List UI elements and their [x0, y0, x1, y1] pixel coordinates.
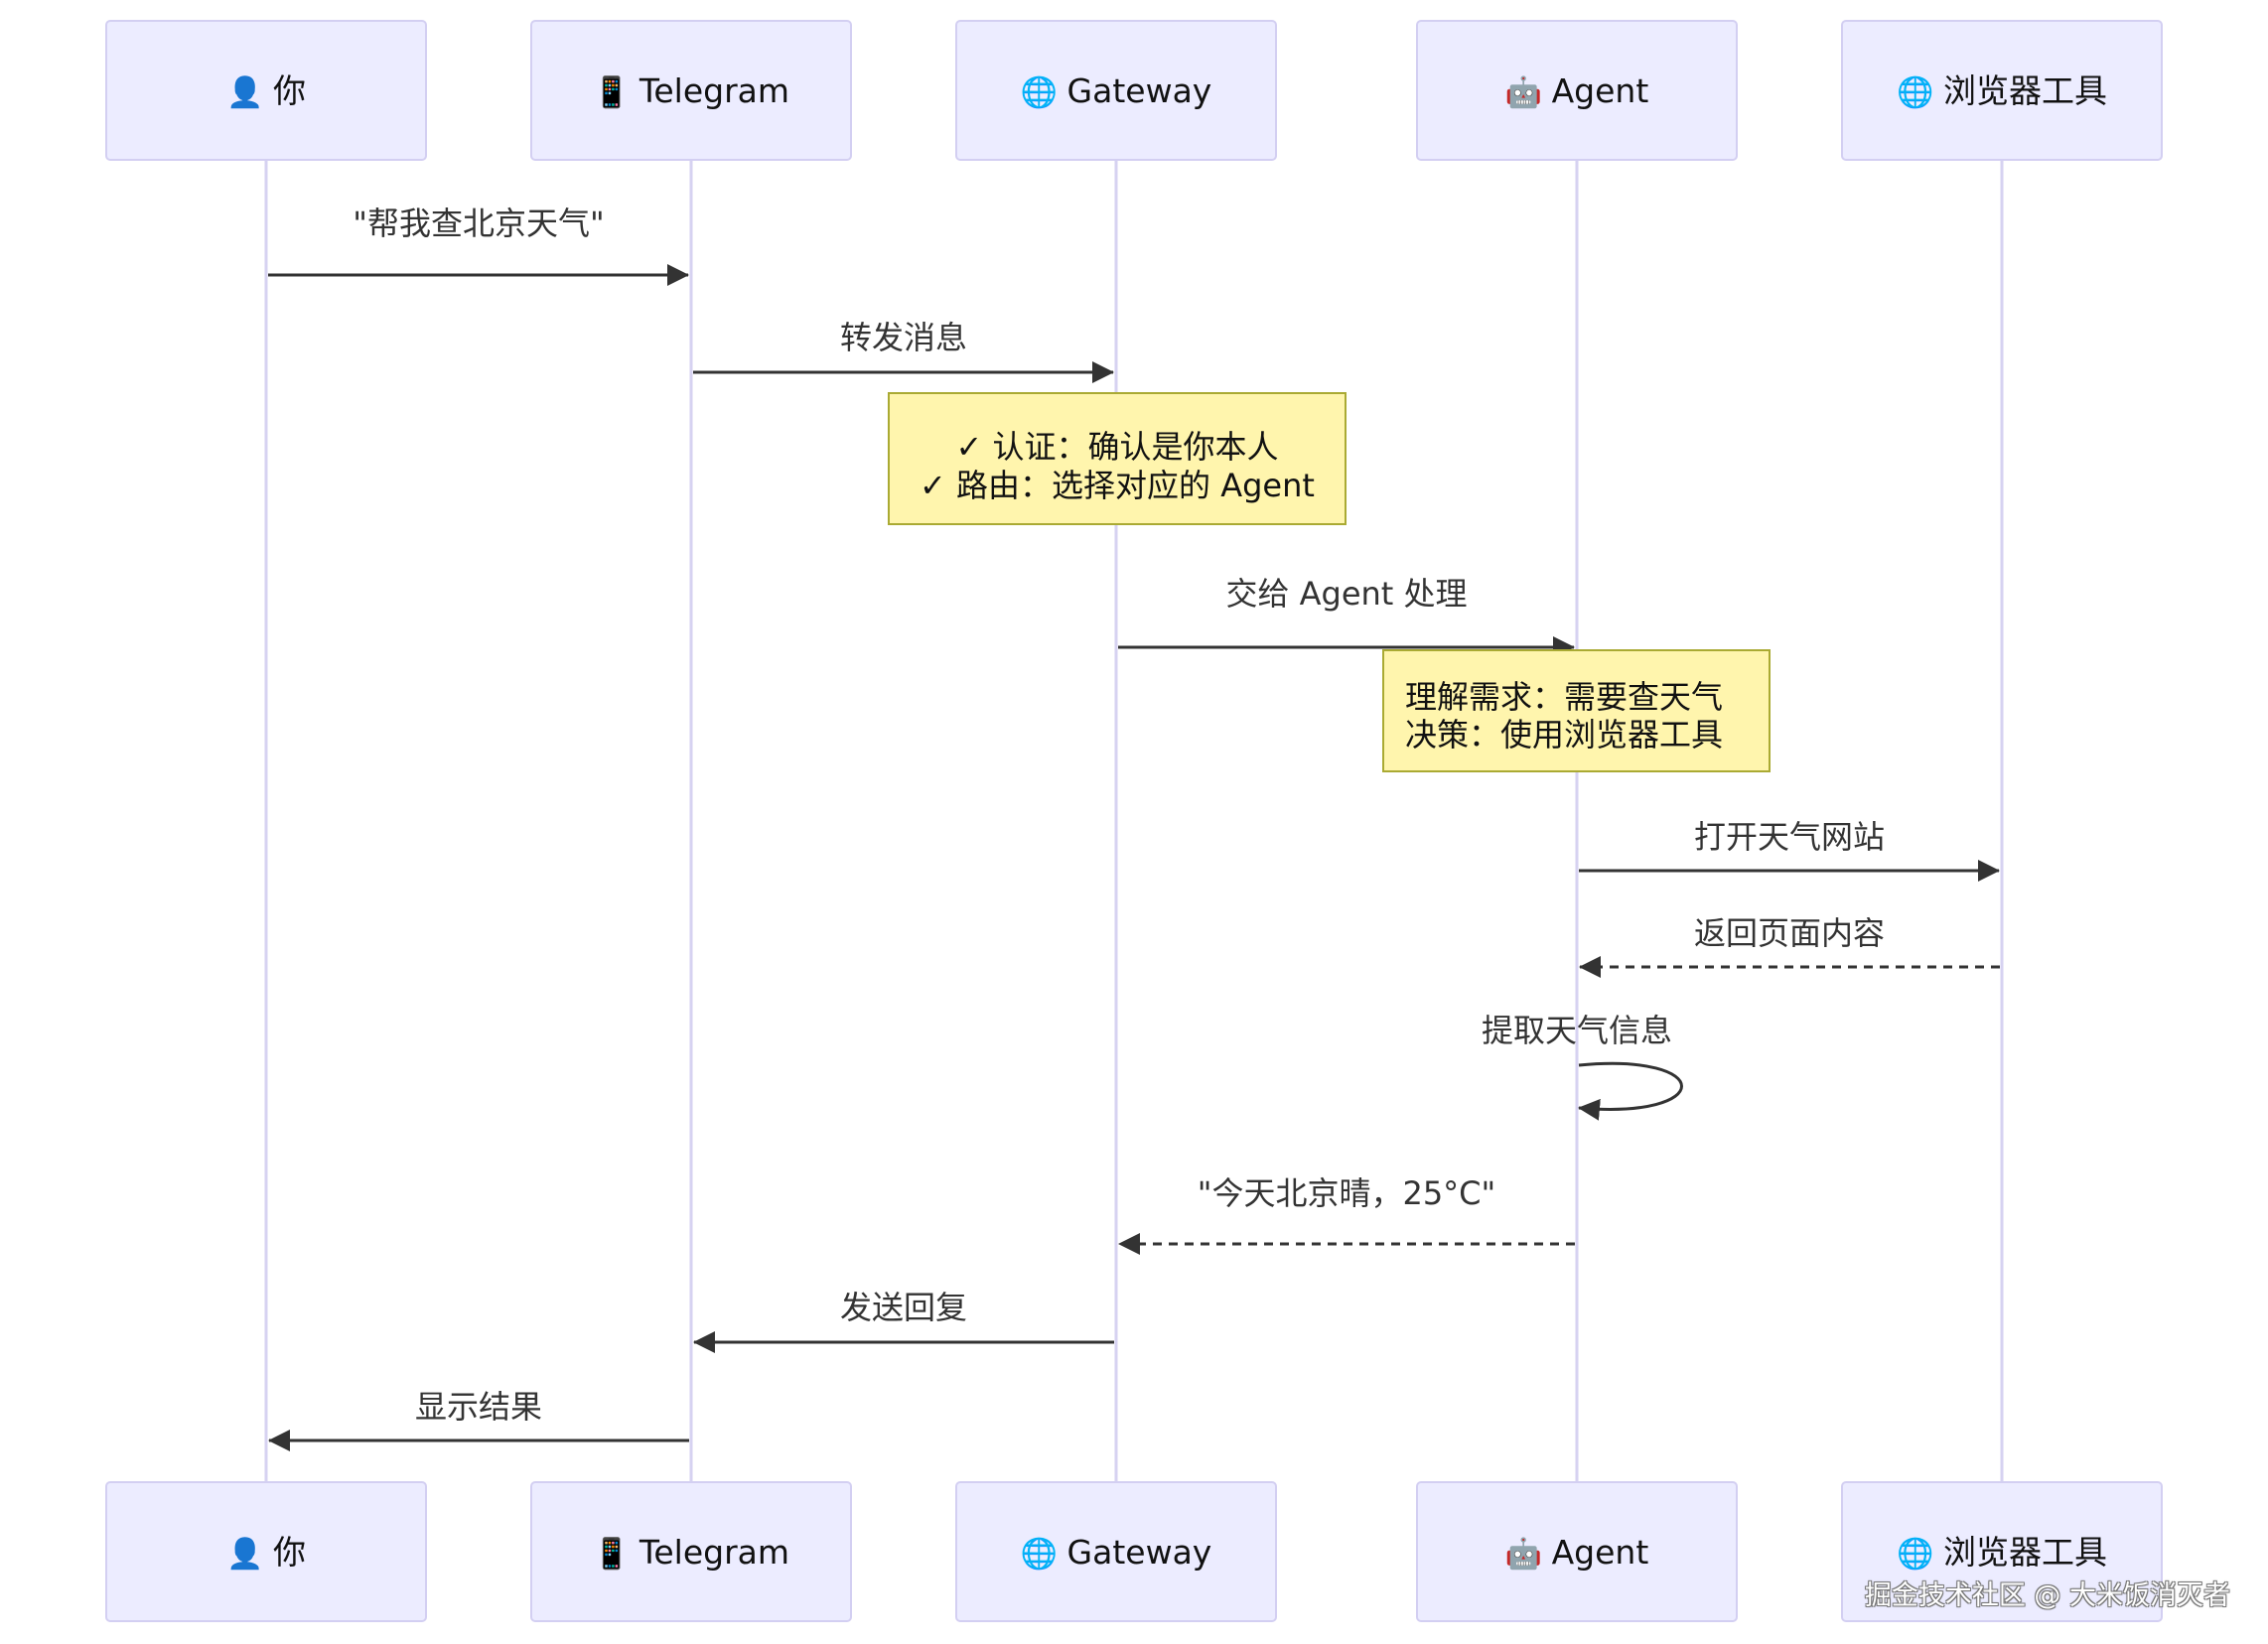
message-label: 返回页面内容: [1694, 914, 1885, 952]
globe-icon: 🌐: [1021, 74, 1067, 110]
actor-name: Agent: [1552, 71, 1649, 110]
actor-box: [1841, 20, 2163, 161]
actor-label: 🤖 Agent: [1505, 1533, 1649, 1572]
self-message-agent[interactable]: 提取天气信息: [1482, 1012, 1683, 1121]
actor-name: 浏览器工具: [1943, 71, 2107, 110]
message-11[interactable]: 显示结果: [268, 1388, 689, 1451]
actor-box: [955, 1481, 1277, 1622]
note-line: 决策：使用浏览器工具: [1405, 716, 1723, 754]
actor-you-bottom[interactable]: 👤 你: [105, 1481, 427, 1622]
steps: "帮我查北京天气" 转发消息 ✓ 认证：确认是你本人✓ 路由：选择对应的 Agent…: [268, 205, 2000, 1451]
actor-name: Gateway: [1067, 71, 1212, 110]
message-label: 显示结果: [415, 1388, 542, 1426]
message-1[interactable]: "帮我查北京天气": [268, 205, 689, 286]
actor-name: Agent: [1552, 1533, 1649, 1572]
mobile-phone-icon: 📱: [593, 1536, 639, 1572]
message-label: 转发消息: [840, 319, 967, 356]
actor-agent-top[interactable]: 🤖 Agent: [1416, 20, 1738, 161]
message-9[interactable]: "今天北京晴，25°C": [1118, 1174, 1575, 1255]
actor-gateway-top[interactable]: 🌐 Gateway: [955, 20, 1277, 161]
person-silhouette-icon: 👤: [226, 74, 273, 110]
actor-box: [1841, 1481, 2163, 1622]
actor-label: 👤 你: [226, 1533, 306, 1572]
self-loop-arrow: [1578, 1061, 1683, 1121]
actor-name: Gateway: [1067, 1533, 1212, 1572]
actors-bottom: 👤 你 📱 Telegram 🌐 Gateway 🤖 Agent 🌐 浏览器工具: [105, 1481, 2163, 1622]
message-label: 打开天气网站: [1694, 818, 1885, 856]
robot-icon: 🤖: [1505, 74, 1552, 110]
message-10[interactable]: 发送回复: [693, 1289, 1114, 1353]
actor-name: 你: [273, 71, 306, 110]
actor-label: 🌐 浏览器工具: [1897, 71, 2107, 110]
actor-you-top[interactable]: 👤 你: [105, 20, 427, 161]
actor-browser-bottom[interactable]: 🌐 浏览器工具: [1841, 1481, 2163, 1622]
actors-top: 👤 你 📱 Telegram 🌐 Gateway 🤖 Agent 🌐 浏览器工具: [105, 20, 2163, 161]
actor-gateway-bottom[interactable]: 🌐 Gateway: [955, 1481, 1277, 1622]
actor-label: 🌐 Gateway: [1021, 1533, 1212, 1572]
robot-icon: 🤖: [1505, 1536, 1552, 1572]
globe-icon: 🌐: [1897, 1536, 1943, 1572]
note-box: [1382, 649, 1771, 772]
message-7[interactable]: 返回页面内容: [1579, 914, 2000, 978]
actor-name: Telegram: [638, 71, 789, 110]
mobile-phone-icon: 📱: [593, 74, 639, 110]
note-box: [888, 392, 1347, 525]
actor-label: 🤖 Agent: [1505, 71, 1649, 110]
actor-agent-bottom[interactable]: 🤖 Agent: [1416, 1481, 1738, 1622]
message-6[interactable]: 打开天气网站: [1579, 818, 2000, 882]
actor-label: 🌐 浏览器工具: [1897, 1533, 2107, 1572]
actor-box: [105, 20, 427, 161]
actor-box: [530, 1481, 852, 1622]
note-line: 理解需求：需要查天气: [1405, 678, 1723, 716]
message-4[interactable]: 交给 Agent 处理: [1118, 575, 1575, 658]
globe-icon: 🌐: [1021, 1536, 1067, 1572]
person-silhouette-icon: 👤: [226, 1536, 273, 1572]
note-line: ✓ 路由：选择对应的 Agent: [920, 467, 1315, 504]
note-line: ✓ 认证：确认是你本人: [956, 428, 1279, 466]
actor-telegram-bottom[interactable]: 📱 Telegram: [530, 1481, 852, 1622]
message-label: 交给 Agent 处理: [1225, 575, 1467, 613]
actor-box: [955, 20, 1277, 161]
actor-label: 👤 你: [226, 71, 306, 110]
message-label: 发送回复: [840, 1289, 967, 1326]
actor-box: [105, 1481, 427, 1622]
actor-label: 📱 Telegram: [593, 71, 789, 110]
actor-name: 浏览器工具: [1943, 1533, 2107, 1572]
actor-box: [530, 20, 852, 161]
globe-icon: 🌐: [1897, 74, 1943, 110]
lifelines: [264, 160, 2004, 1482]
actor-browser-top[interactable]: 🌐 浏览器工具: [1841, 20, 2163, 161]
self-message-label: 提取天气信息: [1482, 1012, 1672, 1049]
watermark: 掘金技术社区 @ 大米饭消灭者: [1864, 1580, 2230, 1611]
message-label: "今天北京晴，25°C": [1198, 1174, 1496, 1212]
message-label: "帮我查北京天气": [353, 205, 604, 242]
actor-name: Telegram: [638, 1533, 789, 1572]
actor-label: 📱 Telegram: [593, 1533, 789, 1572]
actor-label: 🌐 Gateway: [1021, 71, 1212, 110]
message-2[interactable]: 转发消息: [693, 319, 1114, 383]
actor-box: [1416, 1481, 1738, 1622]
actor-box: [1416, 20, 1738, 161]
actor-name: 你: [273, 1533, 306, 1572]
actor-telegram-top[interactable]: 📱 Telegram: [530, 20, 852, 161]
note-gateway: ✓ 认证：确认是你本人✓ 路由：选择对应的 Agent: [888, 392, 1347, 525]
